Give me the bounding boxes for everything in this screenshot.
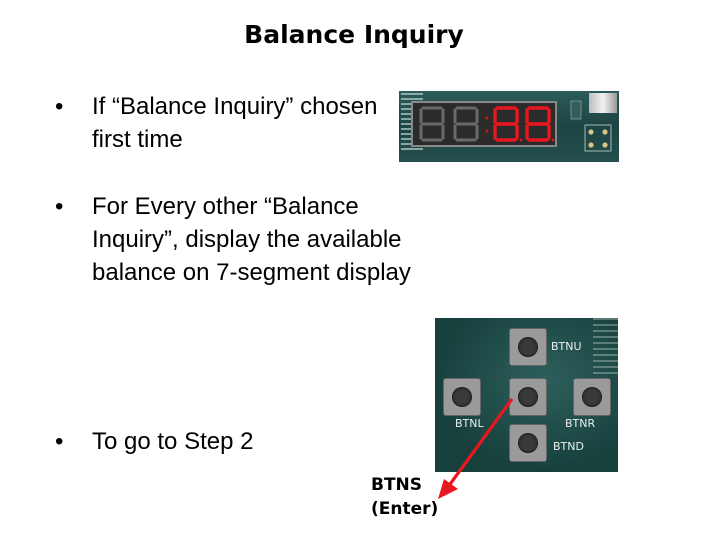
push-button-right [573, 378, 611, 416]
btn-label-right: BTNR [565, 417, 596, 430]
push-button-down [509, 424, 547, 462]
digit-lit [525, 106, 551, 142]
pointer-arrow [438, 398, 514, 499]
push-button-left [443, 378, 481, 416]
slide-title: Balance Inquiry [244, 20, 464, 49]
push-buttons-photo: BTNU BTNL BTNR BTND [435, 318, 618, 472]
push-button-up [509, 328, 547, 366]
digit-unlit [419, 106, 445, 142]
btn-label-up: BTNU [551, 340, 582, 353]
bullet-text: For Every other “Balance Inquiry”, displ… [92, 193, 411, 286]
bullet-text: If “Balance Inquiry” chosen first time [92, 93, 378, 153]
digit-unlit [453, 106, 479, 142]
button-callout: BTNS (Enter) [371, 473, 438, 521]
bullet-text: To go to Step 2 [92, 428, 254, 455]
bullet-marker: • [55, 93, 64, 120]
push-button-center [509, 378, 547, 416]
callout-line-1: BTNS [371, 475, 423, 495]
bullet-marker: • [55, 193, 64, 220]
btn-label-left: BTNL [455, 417, 484, 430]
bullet-marker: • [55, 428, 64, 455]
btn-label-down: BTND [553, 440, 584, 453]
pin-header [593, 318, 618, 378]
pcb-components [570, 100, 612, 152]
seven-segment-digits [419, 106, 555, 142]
seven-segment-display-photo [399, 91, 619, 162]
callout-line-2: (Enter) [371, 499, 439, 519]
digit-lit [493, 106, 519, 142]
connector [589, 93, 617, 113]
